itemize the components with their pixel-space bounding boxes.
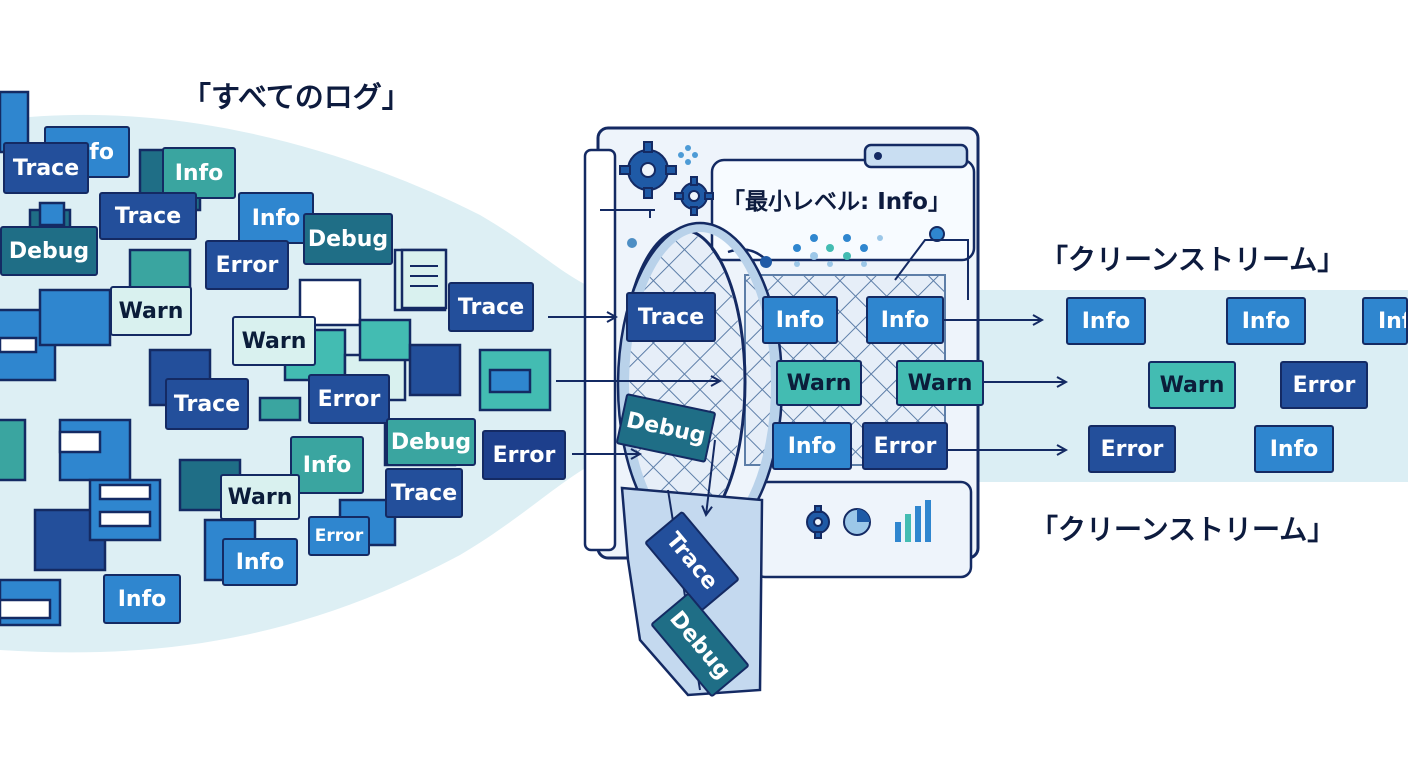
log-tag-error: Error bbox=[1280, 361, 1368, 409]
log-tag-info: Info bbox=[162, 147, 236, 199]
gear-icon bbox=[619, 141, 830, 539]
log-tag-info: Info bbox=[1254, 425, 1334, 473]
log-tag-warn: Warn bbox=[220, 474, 300, 520]
log-tag-debug: Debug bbox=[0, 226, 98, 276]
document-icon bbox=[400, 248, 448, 310]
log-tag-info: Info bbox=[103, 574, 181, 624]
dot-matrix-icon bbox=[793, 234, 883, 267]
log-tag-error: Error bbox=[308, 516, 370, 556]
log-tag-error: Error bbox=[1088, 425, 1176, 473]
log-tag-trace: Trace bbox=[448, 282, 534, 332]
log-tag-warn: Warn bbox=[896, 360, 984, 406]
log-tag-info: Info bbox=[1066, 297, 1146, 345]
bar-chart-icon bbox=[895, 500, 931, 542]
log-tag-error: Error bbox=[482, 430, 566, 480]
log-tag-info: Info bbox=[1226, 297, 1306, 345]
log-tag-info: Info bbox=[1362, 297, 1408, 345]
log-tag-trace: Trace bbox=[626, 292, 716, 342]
log-tag-debug: Debug bbox=[386, 418, 476, 466]
log-tag-error: Error bbox=[205, 240, 289, 290]
log-tag-trace: Trace bbox=[3, 142, 89, 194]
clean-stream-label-top: 「クリーンストリーム」 bbox=[1040, 243, 1346, 276]
pie-chart-icon bbox=[843, 508, 871, 536]
log-tag-warn: Warn bbox=[776, 360, 862, 406]
log-tag-debug: Debug bbox=[303, 213, 393, 265]
sparkle-dots-icon bbox=[678, 145, 698, 165]
all-logs-label: 「すべてのログ」 bbox=[182, 80, 411, 114]
log-tag-trace: Trace bbox=[165, 378, 249, 430]
log-tag-info: Info bbox=[772, 422, 852, 470]
log-tag-error: Error bbox=[308, 374, 390, 424]
log-tag-warn: Warn bbox=[232, 316, 316, 366]
log-tag-warn: Warn bbox=[1148, 361, 1236, 409]
min-level-label: 「最小レベル: Info」 bbox=[722, 189, 951, 215]
clean-stream-label-bottom: 「クリーンストリーム」 bbox=[1030, 513, 1336, 546]
log-tag-trace: Trace bbox=[385, 468, 463, 518]
log-tag-info: Info bbox=[762, 296, 838, 344]
log-tag-warn: Warn bbox=[110, 286, 192, 336]
log-tag-trace: Trace bbox=[99, 192, 197, 240]
flow-arrows bbox=[548, 317, 1066, 515]
log-tag-info: Info bbox=[290, 436, 364, 494]
log-tag-info: Info bbox=[222, 538, 298, 586]
log-tag-info: Info bbox=[866, 296, 944, 344]
log-tag-error: Error bbox=[862, 422, 948, 470]
